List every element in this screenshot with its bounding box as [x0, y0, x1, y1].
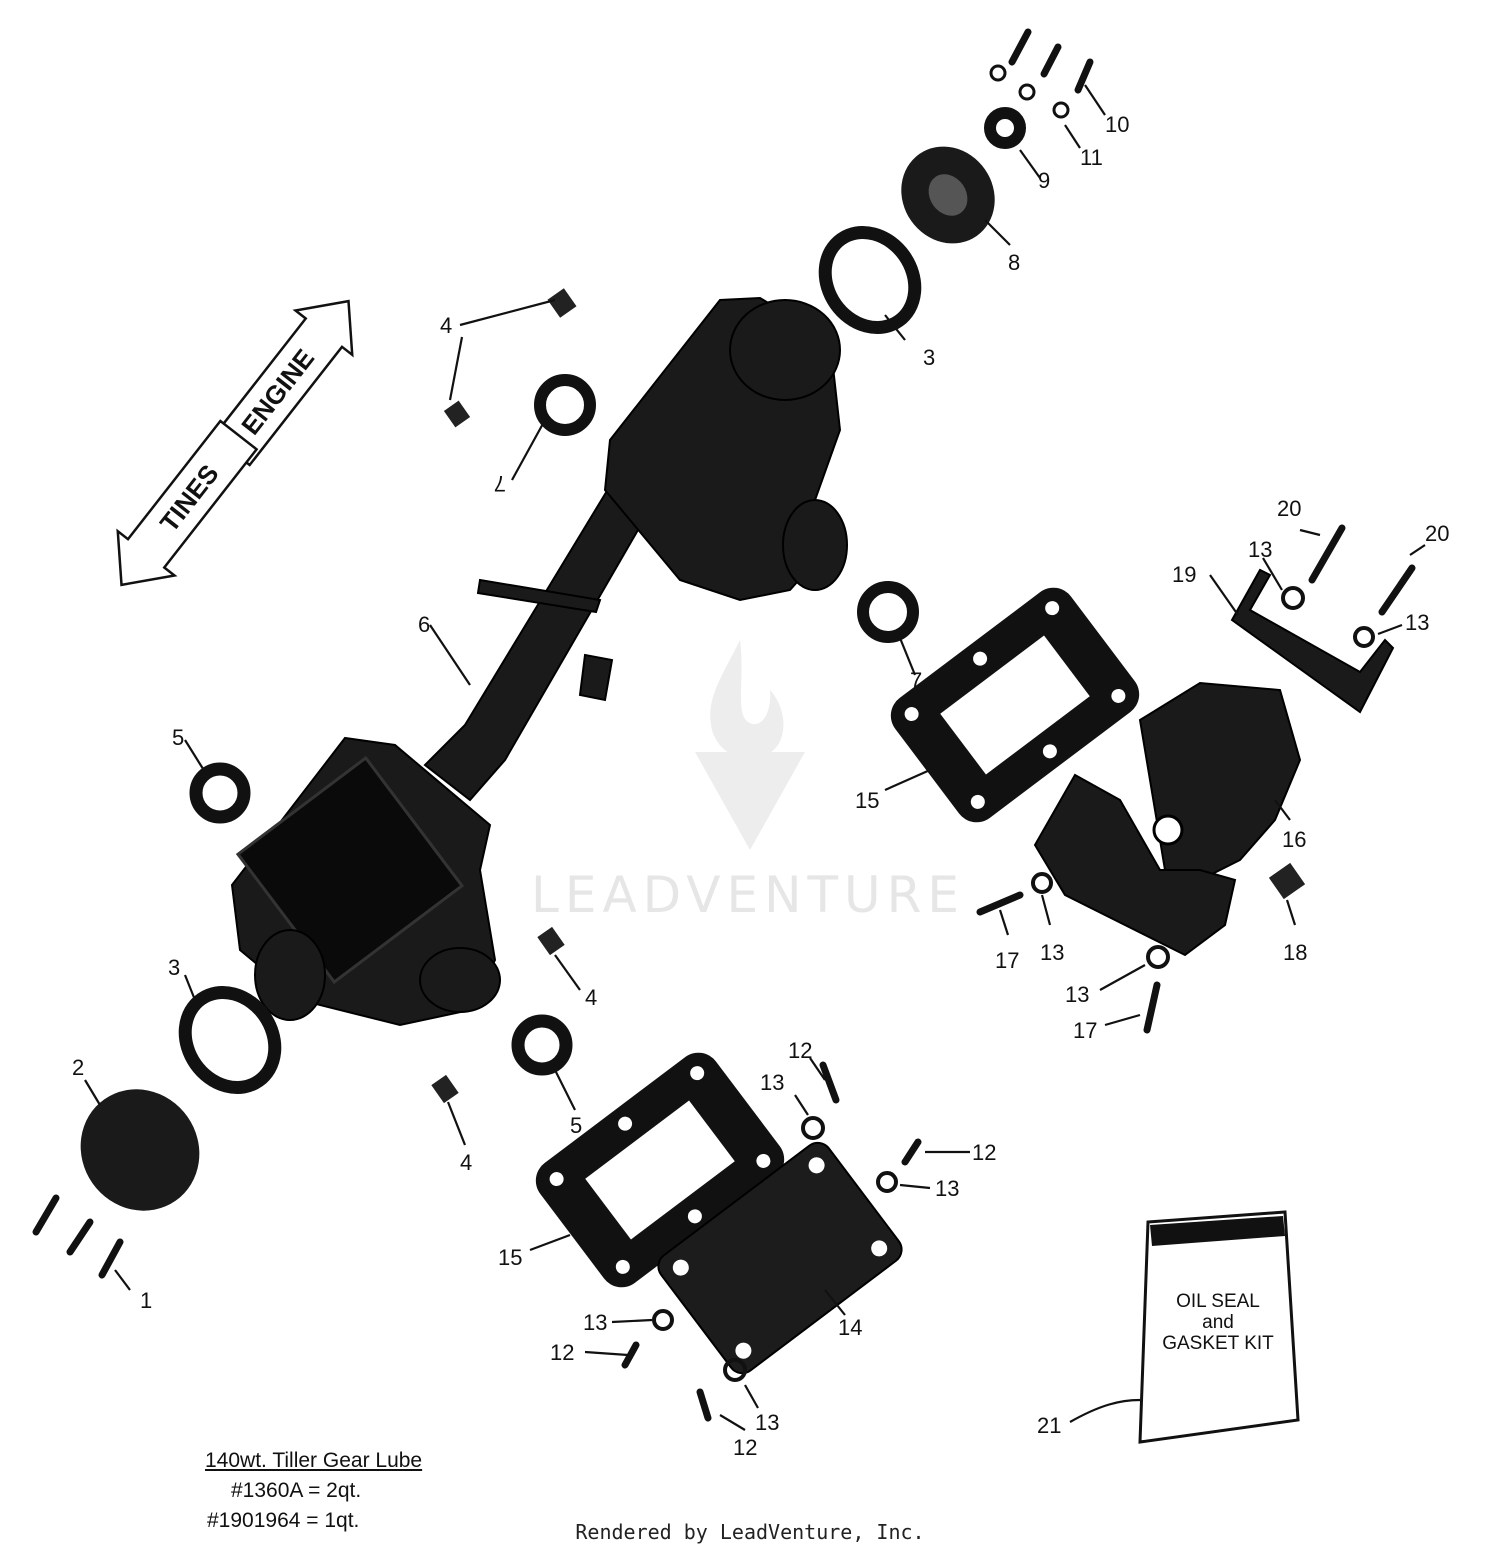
callout-20-b: 20	[1425, 521, 1449, 546]
callout-13-e: 13	[760, 1070, 784, 1095]
kit-label-1: OIL SEAL	[1176, 1291, 1260, 1312]
callout-15-lower: 15	[498, 1245, 522, 1270]
footer-credit: Rendered by LeadVenture, Inc.	[575, 1520, 925, 1544]
callout-8: 8	[1008, 250, 1020, 275]
seal-5-upper	[189, 762, 251, 824]
watermark-flame-icon	[710, 640, 784, 760]
kit-label-3: GASKET KIT	[1162, 1333, 1274, 1354]
callout-17-b: 17	[1073, 1018, 1097, 1043]
callout-3-lower: 3	[168, 955, 180, 980]
callout-13-b: 13	[1405, 610, 1429, 635]
watermark: LEADVENTURE	[531, 640, 965, 924]
callout-6: 6	[418, 612, 430, 637]
callout-12-d: 12	[733, 1435, 757, 1460]
seal-9	[984, 107, 1026, 149]
lube-line-1: #1360A = 2qt.	[231, 1479, 362, 1502]
plug-4b	[443, 400, 471, 428]
watermark-v-icon	[695, 752, 805, 850]
lube-title: 140wt. Tiller Gear Lube	[205, 1449, 423, 1472]
seal-7-lower	[857, 581, 919, 643]
callout-1: 1	[140, 1288, 152, 1313]
callout-12-a: 12	[788, 1038, 812, 1063]
leader-lines	[84, 84, 1426, 1431]
gasket-upper	[890, 587, 1140, 823]
gasket-ring-upper	[818, 225, 922, 335]
seal-7-upper	[534, 374, 596, 436]
callout-11: 11	[1080, 145, 1103, 170]
callout-2: 2	[72, 1055, 84, 1080]
gasket-kit-bag: OIL SEAL and GASKET KIT	[1138, 1210, 1300, 1444]
callout-13-f: 13	[935, 1176, 959, 1201]
tines-arrow: TINES	[116, 419, 259, 587]
callout-16: 16	[1282, 827, 1306, 852]
tine-shaft-housing	[230, 296, 848, 1027]
plug-18	[1268, 862, 1306, 900]
callout-15-upper: 15	[855, 788, 879, 813]
callout-18: 18	[1283, 940, 1307, 965]
callout-21: 21	[1037, 1413, 1061, 1438]
tiller-bracket	[1033, 681, 1302, 957]
watermark-text: LEADVENTURE	[531, 866, 965, 924]
plug-4d	[431, 1074, 459, 1104]
callout-numbers: 1 2 3 3 4 4 4 5 5 6 7 7 8 9 10 11 12 12 …	[72, 112, 1449, 1460]
callout-5-lower: 5	[570, 1113, 582, 1138]
u-bracket	[1230, 568, 1395, 714]
callout-19: 19	[1172, 562, 1196, 587]
callout-12-b: 12	[972, 1140, 996, 1165]
callout-17-a: 17	[995, 948, 1019, 973]
callout-14: 14	[838, 1315, 862, 1340]
kit-label-2: and	[1202, 1312, 1234, 1333]
callout-3-upper: 3	[923, 345, 935, 370]
bolts	[32, 28, 1416, 1422]
callout-10: 10	[1105, 112, 1129, 137]
callout-12-c: 12	[550, 1340, 574, 1365]
callout-9: 9	[1038, 168, 1050, 193]
gasket-lower	[535, 1052, 785, 1288]
end-cap-2	[80, 1089, 200, 1211]
lube-line-2: #1901964 = 1qt.	[207, 1509, 360, 1532]
callout-20-a: 20	[1277, 496, 1301, 521]
callout-7-upper: 7	[494, 471, 506, 496]
callout-13-g: 13	[583, 1310, 607, 1335]
callout-13-d: 13	[1065, 982, 1089, 1007]
gasket-ring-lower	[178, 985, 282, 1095]
callout-4-lower: 4	[460, 1150, 472, 1175]
callout-5-upper: 5	[172, 725, 184, 750]
callout-4-mid: 4	[585, 985, 597, 1010]
callout-13-a: 13	[1248, 537, 1272, 562]
callout-4-upper: 4	[440, 313, 452, 338]
callout-13-c: 13	[1040, 940, 1064, 965]
washers	[652, 64, 1375, 1382]
cover-plate	[657, 1141, 903, 1375]
callout-13-h: 13	[755, 1410, 779, 1435]
plug-4c	[537, 926, 565, 956]
seal-5-lower	[511, 1014, 573, 1076]
lube-info: 140wt. Tiller Gear Lube #1360A = 2qt. #1…	[205, 1446, 422, 1536]
plug-4a	[547, 288, 577, 318]
callout-7-lower: 7	[910, 668, 922, 693]
